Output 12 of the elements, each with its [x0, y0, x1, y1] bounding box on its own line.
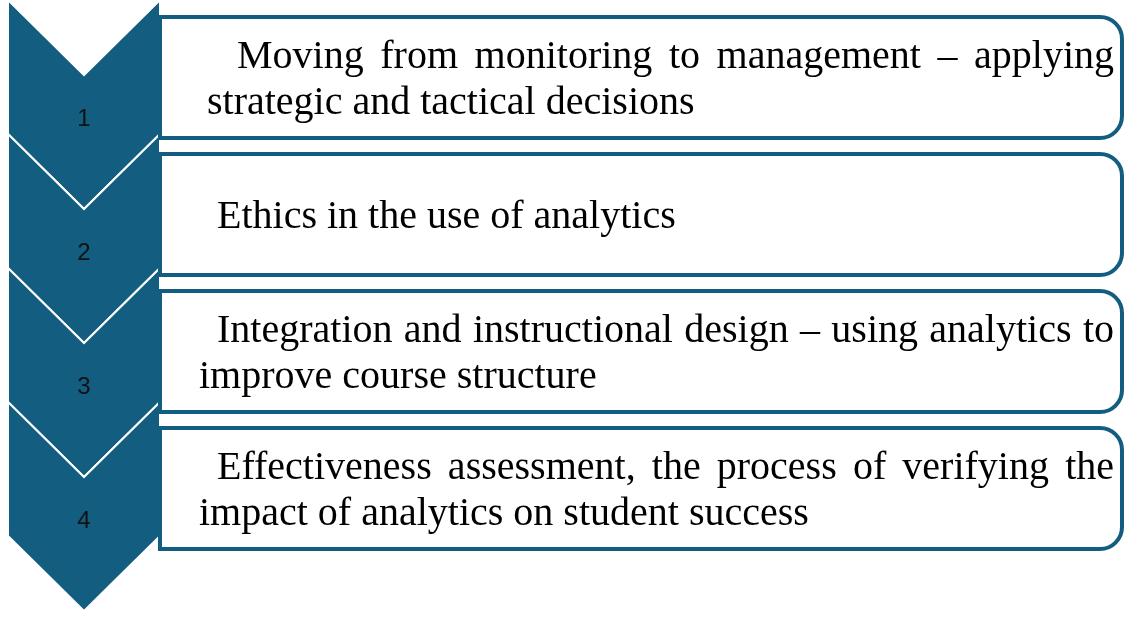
step-description: Integration and instructional design – using analytics to improve course structure	[199, 305, 1114, 398]
step-card	[158, 152, 1124, 277]
step-description: Effectiveness assessment, the process of verifying the impact of analytics on student success	[199, 442, 1114, 535]
step-card	[158, 289, 1124, 414]
step-description: Ethics in the use of analytics	[217, 191, 677, 238]
step-number: 1	[76, 104, 92, 132]
step-card	[158, 426, 1124, 551]
step-number: 4	[76, 506, 92, 534]
step-description: Moving from monitoring to management – applying strategic and tactical decisions	[207, 31, 1114, 124]
step-number: 3	[76, 372, 92, 400]
step-number: 2	[76, 238, 92, 266]
step-card	[158, 15, 1124, 140]
